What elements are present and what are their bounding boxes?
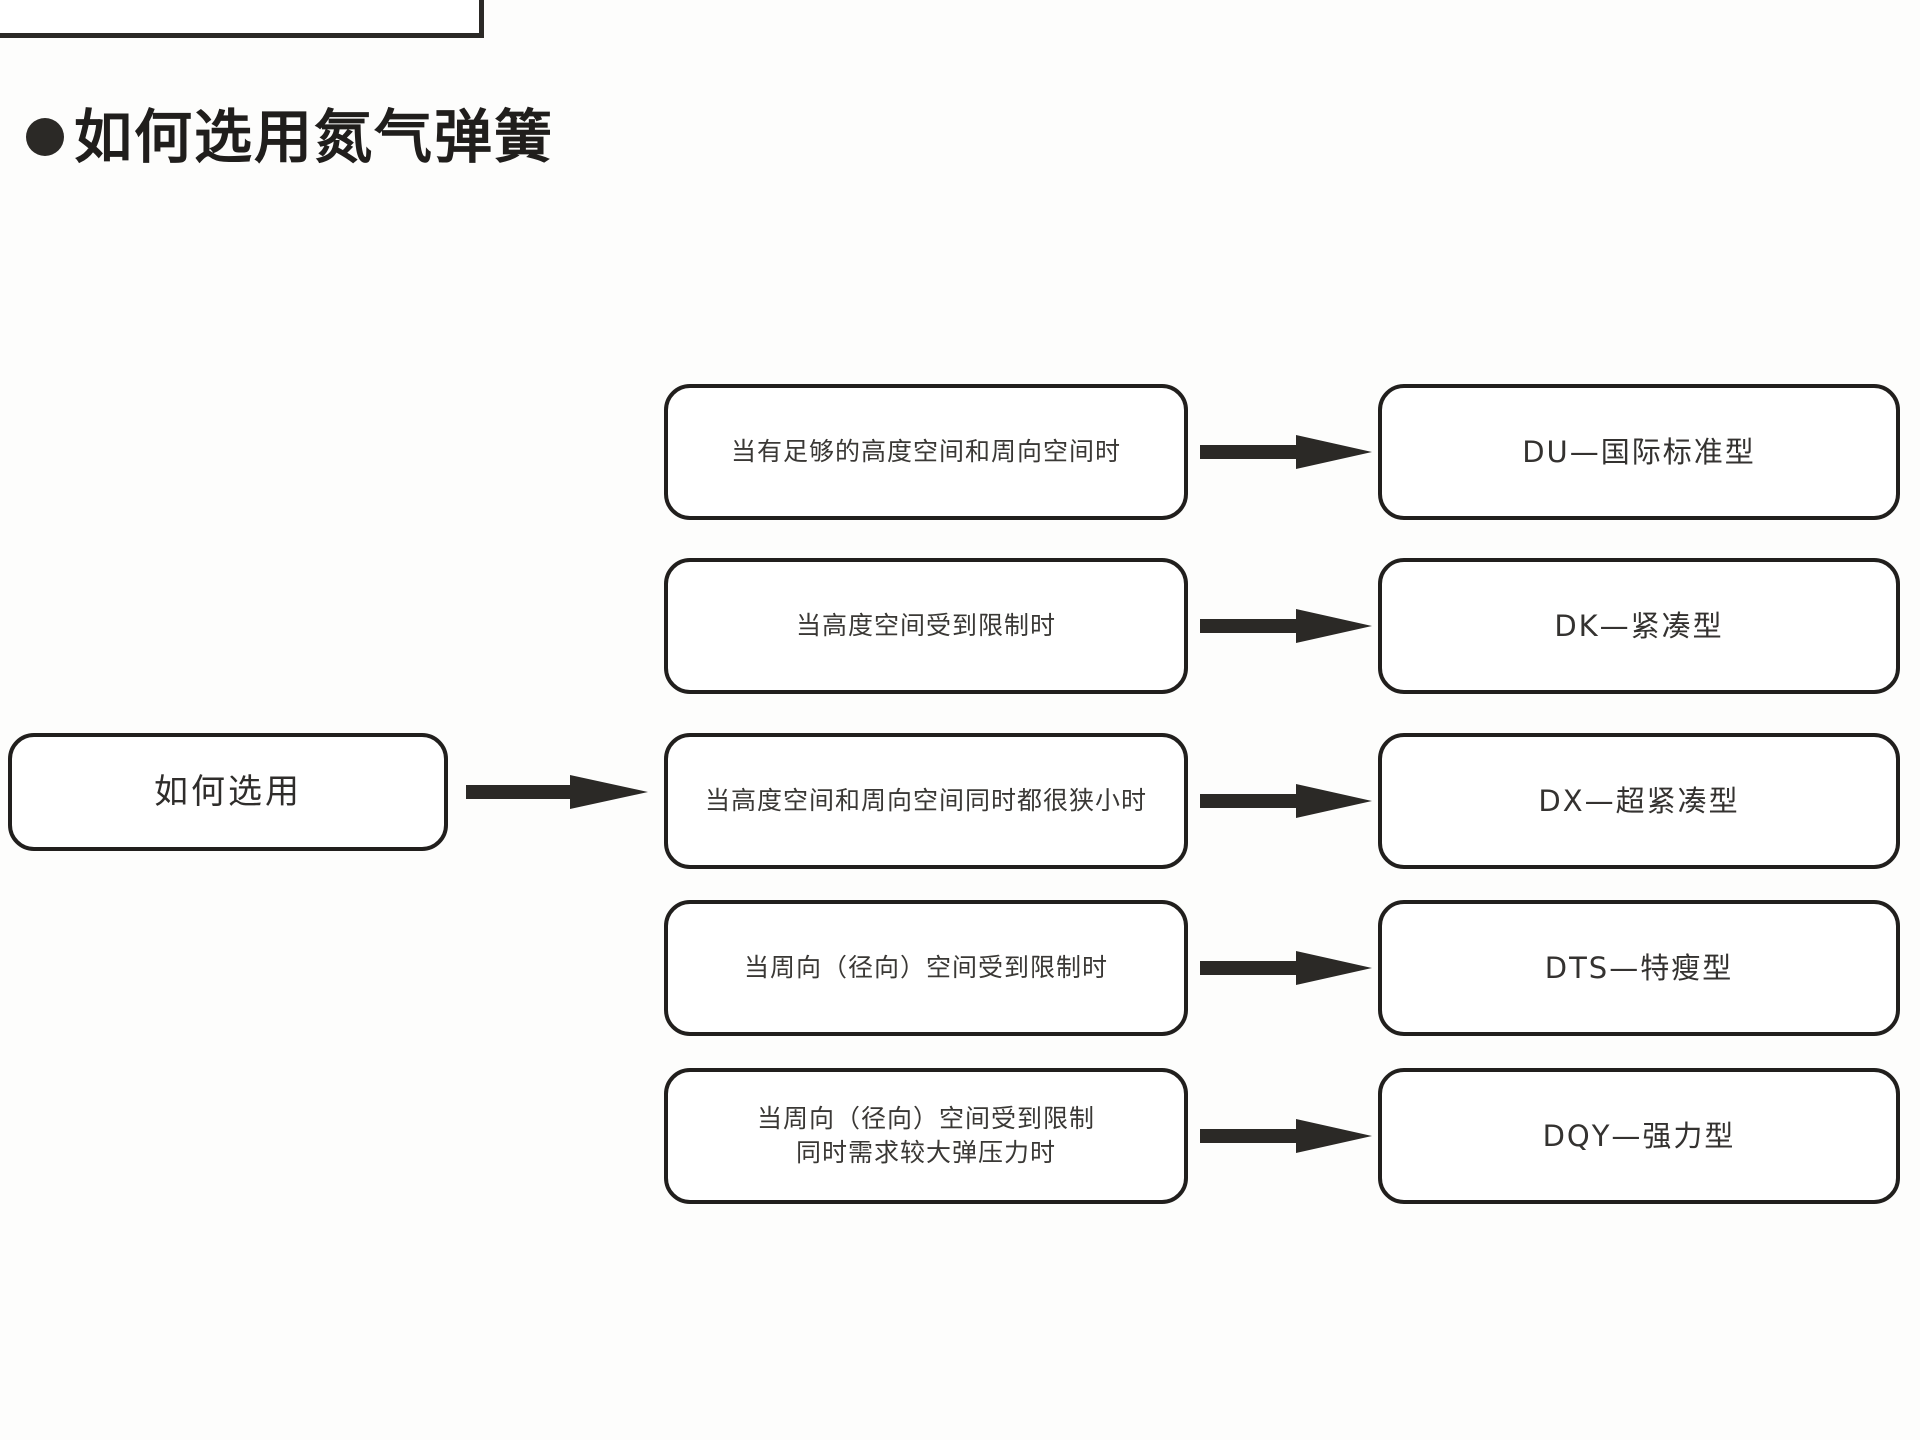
arrow-condition-1-to-result-1 xyxy=(1200,432,1372,472)
page-title: 如何选用氮气弹簧 xyxy=(26,108,554,166)
condition-label-2: 当高度空间受到限制时 xyxy=(795,610,1056,640)
arrow-condition-5-to-result-5 xyxy=(1200,1116,1372,1156)
flow-root-node: 如何选用 xyxy=(8,733,448,851)
result-label-4: DTS—特瘦型 xyxy=(1544,950,1734,985)
result-node-4: DTS—特瘦型 xyxy=(1378,900,1900,1036)
condition-label-5-line-2: 同时需求较大弹压力时 xyxy=(795,1138,1056,1167)
condition-node-4: 当周向（径向）空间受到限制时 xyxy=(664,900,1188,1036)
arrow-root-to-conditions xyxy=(466,772,648,812)
condition-node-2: 当高度空间受到限制时 xyxy=(664,558,1188,694)
filled-circle-bullet-icon xyxy=(26,118,64,156)
result-label-3: DX—超紧凑型 xyxy=(1538,783,1740,818)
result-label-5: DQY—强力型 xyxy=(1542,1118,1736,1153)
page-title-text: 如何选用氮气弹簧 xyxy=(74,103,555,171)
condition-node-1: 当有足够的高度空间和周向空间时 xyxy=(664,384,1188,520)
condition-label-4: 当周向（径向）空间受到限制时 xyxy=(743,952,1108,982)
condition-node-5: 当周向（径向）空间受到限制 同时需求较大弹压力时 xyxy=(664,1068,1188,1204)
result-node-1: DU—国际标准型 xyxy=(1378,384,1900,520)
arrow-condition-2-to-result-2 xyxy=(1200,606,1372,646)
flow-root-label: 如何选用 xyxy=(154,771,302,812)
condition-label-3: 当高度空间和周向空间同时都很狭小时 xyxy=(704,785,1147,815)
condition-node-3: 当高度空间和周向空间同时都很狭小时 xyxy=(664,733,1188,869)
result-node-5: DQY—强力型 xyxy=(1378,1068,1900,1204)
condition-label-5-line-1: 当周向（径向）空间受到限制 xyxy=(756,1103,1095,1133)
arrow-condition-4-to-result-4 xyxy=(1200,948,1372,988)
condition-label-1: 当有足够的高度空间和周向空间时 xyxy=(730,436,1121,466)
result-label-2: DK—紧凑型 xyxy=(1554,608,1724,643)
top-left-frame-remnant xyxy=(0,0,484,38)
result-node-2: DK—紧凑型 xyxy=(1378,558,1900,694)
arrow-condition-3-to-result-3 xyxy=(1200,781,1372,821)
result-node-3: DX—超紧凑型 xyxy=(1378,733,1900,869)
result-label-1: DU—国际标准型 xyxy=(1522,434,1756,469)
